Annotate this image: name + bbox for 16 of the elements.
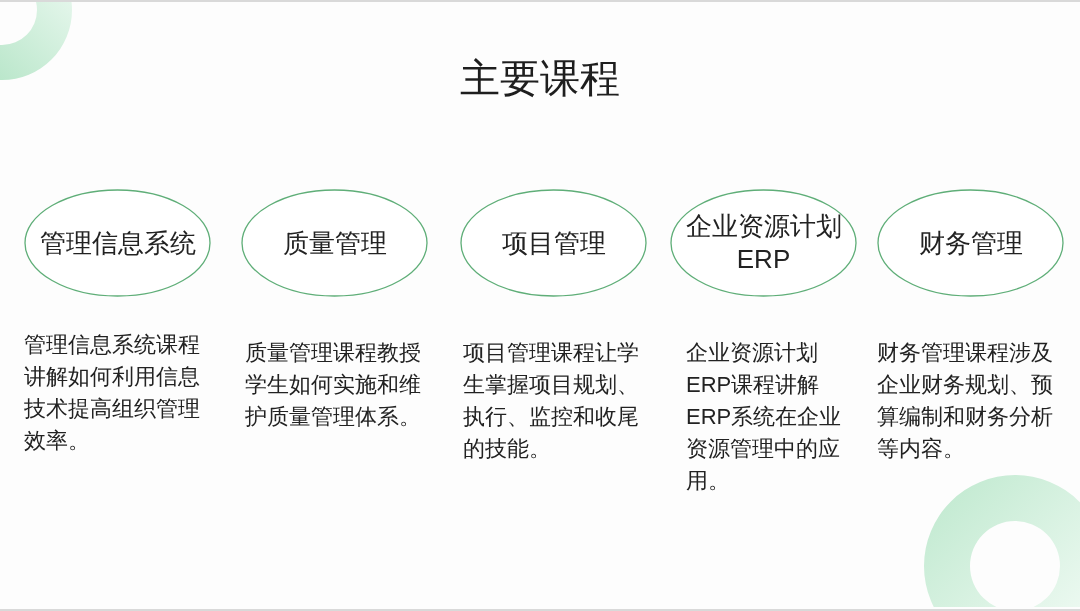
course-description: 质量管理课程教授学生如何实施和维护质量管理体系。 (245, 339, 422, 431)
course-name: 财务管理 (917, 226, 1024, 260)
course-ellipse (24, 189, 211, 297)
course-description: 企业资源计划ERP课程讲解ERP系统在企业资源管理中的应用。 (686, 339, 843, 495)
course-ellipse (877, 189, 1064, 297)
course-ellipse (460, 189, 647, 297)
course-description: 财务管理课程涉及企业财务规划、预算编制和财务分析等内容。 (877, 339, 1054, 463)
slide-title: 主要课程 (460, 55, 620, 102)
course-description: 项目管理课程让学生掌握项目规划、执行、监控和收尾的技能。 (463, 339, 640, 463)
course-name: 项目管理 (500, 226, 607, 260)
course-ellipse (241, 189, 428, 297)
course-description: 管理信息系统课程讲解如何利用信息技术提高组织管理效率。 (24, 331, 201, 455)
course-ellipse (670, 189, 857, 297)
course-name: 企业资源计划ERP (684, 210, 843, 276)
course-name: 管理信息系统 (38, 226, 197, 260)
course-name: 质量管理 (281, 226, 388, 260)
